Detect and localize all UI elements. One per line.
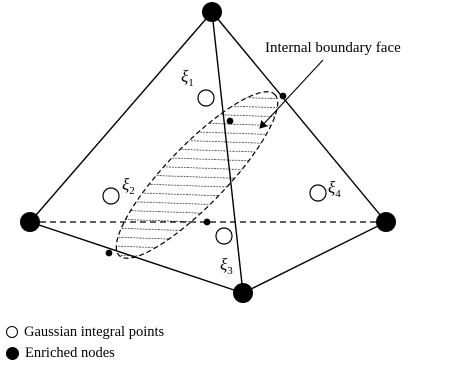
annotation-arrow [259,59,324,129]
edge-right-bottom [242,221,387,294]
gauss-point-4 [309,184,327,202]
intersection-point [279,92,287,100]
open-circle-icon [6,326,18,338]
edge-top-left [29,11,213,223]
edge-left-bottom [29,221,244,294]
internal-boundary-face [115,91,279,259]
enriched-node [233,283,253,303]
legend-item-enriched: Enriched nodes [6,343,164,363]
legend-label-enriched: Enriched nodes [25,344,115,361]
label-xi4: ξ4 [328,178,341,200]
intersection-point [226,117,234,125]
gauss-point-2 [102,187,120,205]
legend: Gaussian integral points Enriched nodes [6,322,164,364]
gauss-point-1 [197,89,215,107]
label-xi1: ξ1 [181,67,194,89]
intersection-point [105,249,113,257]
enriched-node [376,212,396,232]
intersection-point [203,218,211,226]
diagram-canvas: ξ1 ξ2 ξ3 ξ4 Internal boundary face [20,2,401,303]
enriched-node [202,2,222,22]
filled-circle-icon [6,346,19,360]
label-xi2: ξ2 [122,175,135,197]
legend-item-gauss: Gaussian integral points [6,322,164,342]
edge-top-right [211,11,387,223]
legend-label-gauss: Gaussian integral points [24,323,165,340]
gauss-point-3 [215,227,233,245]
annotation-label: Internal boundary face [265,40,401,56]
enriched-node [20,212,40,232]
label-xi3: ξ3 [220,255,233,277]
